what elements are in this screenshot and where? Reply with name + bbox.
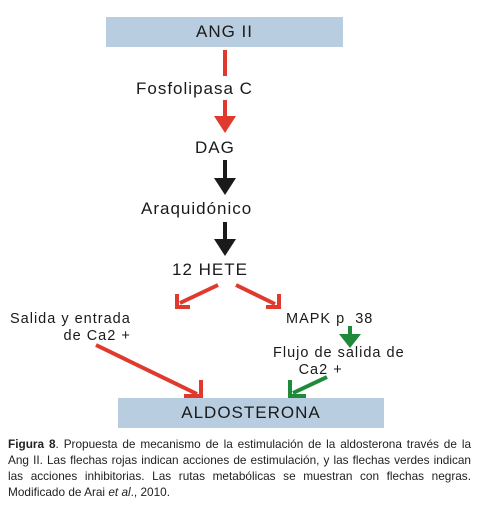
ang-ii-label: ANG II [195,22,253,41]
calcium-exchange-label: Salida y entrada de Ca2 + [10,311,131,345]
mapk-label: MAPK p 38 [286,311,374,327]
calcium-exchange-line-1: Salida y entrada [10,311,131,327]
metabolic-arrow-araquidonico-to-hete [214,222,236,256]
inhibition-arrow-mapk-to-flux [339,326,361,348]
hete-label: 12 HETE [172,260,248,279]
fosfolipasa-c-label: Fosfolipasa C [136,79,253,98]
calcium-exchange-line-2: de Ca2 + [63,328,131,344]
figure-caption: Figura 8. Propuesta de mecanismo de la e… [8,436,471,500]
caption-label: Figura 8 [8,437,56,451]
stimulation-arrow-plc-to-dag [214,100,236,133]
stimulation-arrow-hete-to-calcium [175,283,219,309]
aldosterona-label: ALDOSTERONA [181,403,321,422]
inhibition-arrow-flux-to-aldosterona [288,375,328,398]
aldosterona-box: ALDOSTERONA [118,398,384,428]
caption-text-2: ., 2010. [130,485,171,499]
caption-text-1: . Propuesta de mecanismo de la estimulac… [8,437,472,499]
araquidonico-label: Araquidónico [141,199,253,218]
flux-line-2: Ca2 + [298,362,343,378]
flux-line-1: Flujo de salida de [273,345,405,361]
dag-label: DAG [195,138,235,157]
flux-label: Flujo de salida de Ca2 + [273,345,405,379]
metabolic-arrow-dag-to-araquidonico [214,160,236,195]
caption-et-al: et al [108,485,131,499]
stimulation-arrow-calcium-to-aldosterona [95,343,203,398]
ang-ii-box: ANG II [106,17,343,47]
stimulation-arrow-hete-to-mapk [235,283,281,309]
